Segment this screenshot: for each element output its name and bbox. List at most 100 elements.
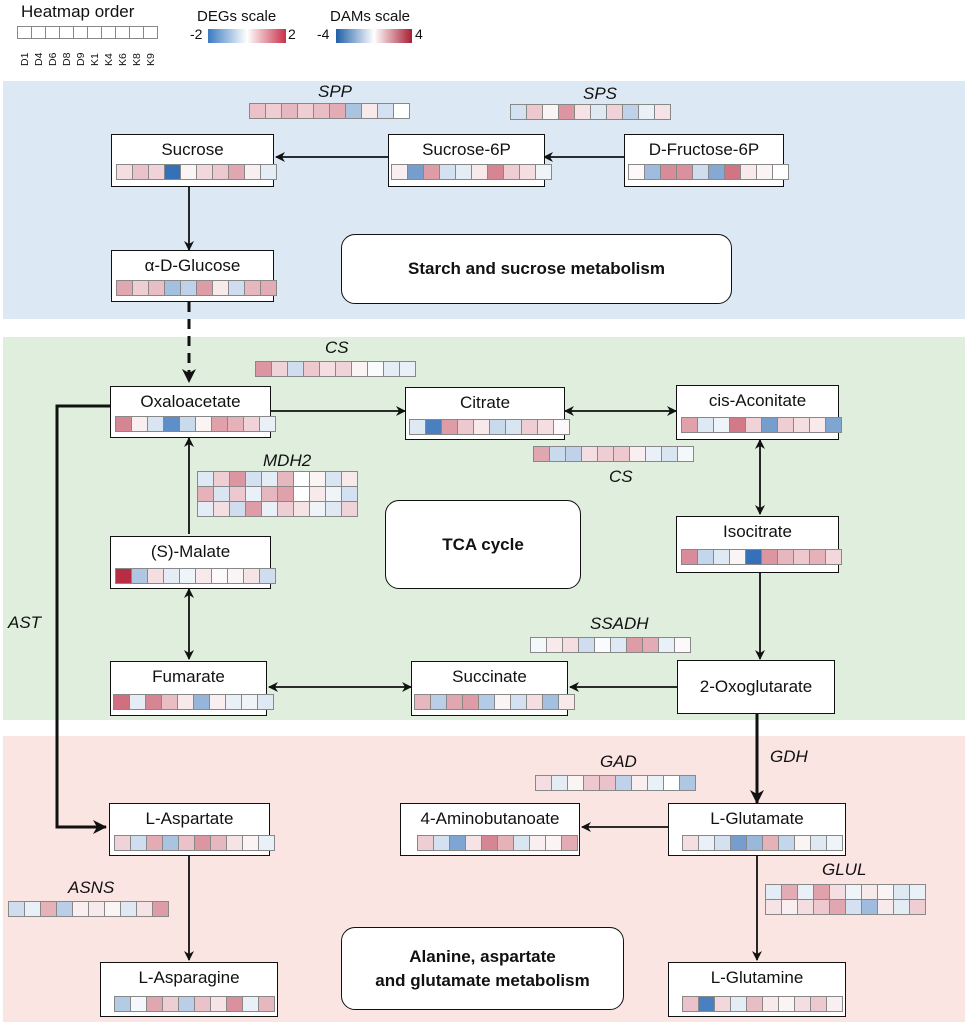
heatmap-cell (813, 884, 830, 900)
metabolite-oxaloacetate[interactable]: Oxaloacetate (110, 386, 276, 438)
heatmap-cell (164, 280, 181, 296)
heatmap-cell (147, 568, 164, 584)
heatmap-cell (574, 104, 591, 120)
degs-scale-min: -2 (190, 26, 203, 42)
metabolite-cis-aconitate[interactable]: cis-Aconitate (676, 385, 842, 440)
heatmap-row (197, 471, 358, 487)
heatmap-cell (179, 416, 196, 432)
heatmap-cell (893, 899, 910, 915)
heatmap-cell (325, 486, 342, 502)
heatmap-cell (909, 884, 926, 900)
heatmap-cell (494, 694, 511, 710)
heatmap-row (681, 417, 842, 433)
heatmap-cell (414, 694, 431, 710)
heatmap-cell (162, 835, 179, 851)
heatmap-cell (309, 471, 326, 487)
metabolite-succinate[interactable]: Succinate (411, 661, 575, 716)
heatmap-cell (809, 549, 826, 565)
heatmap-cell (861, 884, 878, 900)
heatmap-cell (325, 501, 342, 517)
gene-label-mdh2: MDH2 (263, 451, 312, 470)
heatmap-cell (845, 884, 862, 900)
heatmap-row (115, 568, 276, 584)
heatmap-l-aspartate (114, 835, 275, 851)
metabolite-2-oxoglutarate[interactable]: 2-Oxoglutarate (677, 660, 835, 714)
metabolite-label: L-Aspartate (145, 809, 234, 828)
heatmap-cell (877, 884, 894, 900)
metabolite-l-aspartate[interactable]: L-Aspartate (109, 803, 275, 856)
metabolite-sucrose[interactable]: Sucrose (111, 134, 277, 187)
heatmap-asns (8, 901, 169, 917)
heatmap-cell (293, 501, 310, 517)
metabolite-label: Isocitrate (723, 522, 792, 541)
heatmap-cell (561, 835, 578, 851)
metabolite-alpha-d-glucose[interactable]: α-D-Glucose (111, 250, 277, 302)
heatmap-cell (697, 417, 714, 433)
heatmap-cell (542, 104, 559, 120)
degs-scale-max: 2 (288, 26, 296, 42)
heatmap-cell (778, 996, 795, 1012)
heatmap-cell (629, 446, 646, 462)
heatmap-sucrose-6p (391, 164, 552, 180)
heatmap-cell (638, 104, 655, 120)
heatmap-cell (545, 835, 562, 851)
metabolite-label: α-D-Glucose (144, 256, 241, 275)
heatmap-cell (259, 568, 276, 584)
heatmap-cell (241, 694, 258, 710)
heatmap-cell (293, 471, 310, 487)
heatmap-row (682, 835, 843, 851)
heatmap-cell (558, 104, 575, 120)
metabolite-l-asparagine[interactable]: L-Asparagine (100, 962, 278, 1017)
heatmap-cell (746, 996, 763, 1012)
metabolite-sucrose-6p[interactable]: Sucrose-6P (388, 134, 552, 187)
metabolite-l-glutamate[interactable]: L-Glutamate (668, 803, 846, 856)
heatmap-cell (261, 471, 278, 487)
heatmap-cell (578, 637, 595, 653)
heatmap-sps (510, 104, 671, 120)
heatmap-cell (681, 417, 698, 433)
metabolite-s-malate[interactable]: (S)-Malate (110, 536, 276, 589)
metabolite-fumarate[interactable]: Fumarate (110, 661, 274, 716)
heatmap-cell (143, 26, 158, 39)
heatmap-cell (677, 446, 694, 462)
heatmap-cell (341, 486, 358, 502)
heatmap-cell (281, 103, 298, 119)
heatmap-cell (210, 996, 227, 1012)
heatmap-cell (116, 164, 133, 180)
pathway-starch-sucrose: Starch and sucrose metabolism (341, 234, 732, 304)
heatmap-row (197, 486, 358, 502)
heatmap-cell (642, 637, 659, 653)
heatmap-row (115, 416, 276, 432)
metabolite-label: L-Glutamine (710, 968, 804, 987)
heatmap-cell (329, 103, 346, 119)
heatmap-cell (909, 899, 926, 915)
heatmap-oxaloacetate (115, 416, 276, 432)
heatmap-cell (261, 501, 278, 517)
metabolite-label: L-Asparagine (138, 968, 240, 987)
heatmap-cell (146, 835, 163, 851)
heatmap-cell (24, 901, 41, 917)
heatmap-d-fructose-6p (628, 164, 789, 180)
heatmap-cell (594, 637, 611, 653)
metabolite-l-glutamine[interactable]: L-Glutamine (668, 962, 846, 1017)
heatmap-row (17, 26, 158, 39)
heatmap-cell (132, 280, 149, 296)
heatmap-cell (194, 835, 211, 851)
metabolite-isocitrate[interactable]: Isocitrate (676, 516, 842, 573)
heatmap-cell (810, 835, 827, 851)
heatmap-cell (433, 835, 450, 851)
heatmap-cell (242, 835, 259, 851)
metabolite-d-fructose-6p[interactable]: D-Fructose-6P (624, 134, 789, 187)
heatmap-cell (793, 549, 810, 565)
heatmap-cell (361, 103, 378, 119)
heatmap-cell (489, 419, 506, 435)
heatmap-cell (457, 419, 474, 435)
heatmap-cell (535, 775, 552, 791)
heatmap-cell (661, 446, 678, 462)
gene-label-spp: SPP (318, 82, 353, 101)
metabolite-4-aminobutanoate[interactable]: 4-Aminobutanoate (400, 803, 580, 856)
heatmap-cell (797, 899, 814, 915)
metabolite-citrate[interactable]: Citrate (405, 387, 570, 440)
heatmap-cell (553, 419, 570, 435)
heatmap-cell (449, 835, 466, 851)
